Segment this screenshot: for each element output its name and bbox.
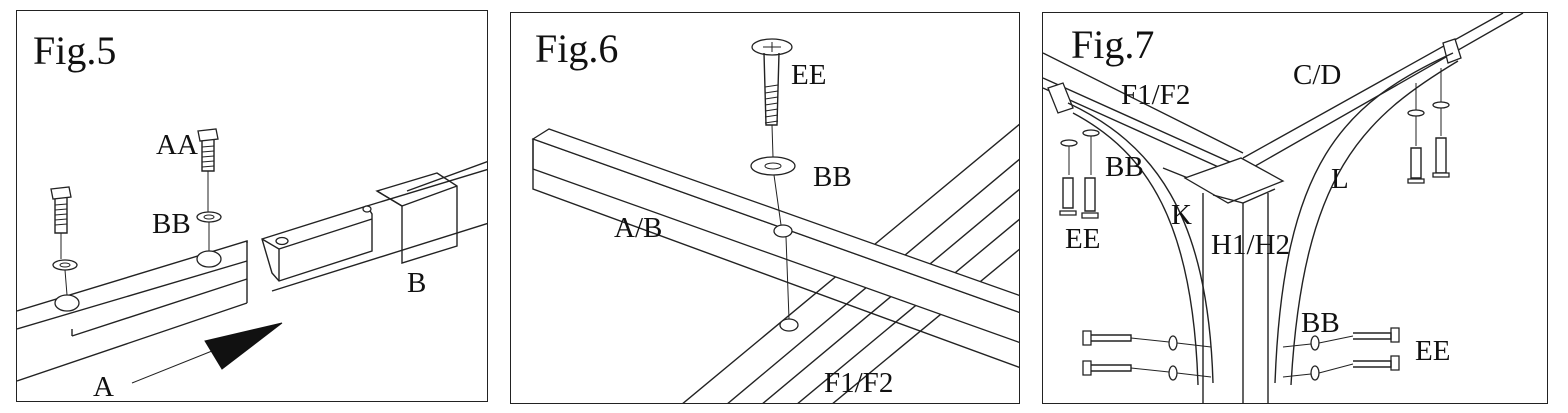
connector-insert-rim bbox=[278, 218, 373, 250]
beam-f-edge-5 bbox=[797, 218, 1019, 403]
figure-7-panel: Fig.7 F1/F2 C/D BB L K EE H1/H2 BB EE bbox=[1042, 12, 1548, 404]
beam-f-hole bbox=[779, 318, 799, 332]
tube-ab-hole bbox=[773, 224, 793, 238]
screw-ee bbox=[751, 38, 793, 126]
figure-5-panel: Fig.5 AA BB A B bbox=[16, 10, 488, 402]
arch-right-inner bbox=[1290, 60, 1459, 386]
tube-a-bottom-edge bbox=[17, 302, 248, 382]
insert-hole-2 bbox=[362, 205, 372, 213]
tube-b-sleeve-edge bbox=[376, 190, 403, 207]
beam-f-edge-3 bbox=[832, 248, 1019, 403]
tube-ab-side bbox=[532, 139, 1019, 369]
figure-7-title: Fig.7 bbox=[1071, 22, 1155, 67]
figure-5-drawing bbox=[17, 128, 487, 384]
label-k: K bbox=[1171, 199, 1192, 231]
hole-a-2 bbox=[196, 250, 222, 268]
bolt-ee-left-1 bbox=[1059, 139, 1078, 216]
tube-a-inner-edge bbox=[17, 260, 248, 330]
figure-6-drawing bbox=[531, 38, 1019, 403]
tube-a-slot-line bbox=[71, 278, 248, 337]
label-b: B bbox=[407, 267, 427, 299]
beam-f1f2-top bbox=[1043, 52, 1244, 154]
label-aa: AA bbox=[156, 129, 198, 161]
label-f1f2: F1/F2 bbox=[1121, 79, 1191, 111]
leader-screw bbox=[771, 124, 790, 320]
bolt-ee-right-2 bbox=[1432, 68, 1450, 178]
leader-bolt-left bbox=[60, 233, 68, 296]
label-bb-bottom: BB bbox=[1301, 307, 1340, 339]
washer-bb-left bbox=[52, 259, 78, 271]
tube-b-sleeve-top bbox=[401, 185, 458, 207]
tube-b-top-edge bbox=[366, 168, 487, 207]
label-bb-top: BB bbox=[1105, 151, 1144, 183]
figure-6-panel: Fig.6 EE BB A/B F1/F2 bbox=[510, 12, 1020, 404]
label-bb: BB bbox=[152, 208, 191, 240]
leader-bolt-right bbox=[207, 171, 210, 251]
figure-6-title: Fig.6 bbox=[535, 26, 619, 71]
label-f1f2: F1/F2 bbox=[824, 367, 894, 399]
washer-bb bbox=[750, 156, 796, 176]
label-cd: C/D bbox=[1293, 59, 1342, 91]
label-ee-left: EE bbox=[1065, 223, 1101, 255]
bolt-ee-right-1 bbox=[1407, 83, 1425, 184]
tube-b-far-edge bbox=[406, 160, 487, 192]
washer-bb-left-hole bbox=[59, 262, 71, 268]
bolt-ee-bottom-left-2 bbox=[1082, 360, 1212, 381]
washer-bb-hole bbox=[764, 162, 782, 170]
bolt-aa-right bbox=[197, 128, 219, 172]
bracket-left bbox=[1047, 82, 1074, 114]
arch-left-inner bbox=[1072, 112, 1199, 386]
washer-bb-right-hole bbox=[203, 214, 215, 220]
washer-bb-right bbox=[196, 211, 222, 223]
insert-hole-1 bbox=[275, 236, 289, 246]
bolt-ee-bottom-right-2 bbox=[1282, 355, 1400, 381]
label-ee: EE bbox=[791, 59, 827, 91]
bolt-ee-bottom-right-1 bbox=[1282, 327, 1400, 351]
label-bb: BB bbox=[813, 161, 852, 193]
tube-ab-top bbox=[531, 128, 1019, 313]
arch-right-outer bbox=[1274, 52, 1454, 384]
label-ee-right: EE bbox=[1415, 335, 1451, 367]
hole-a-1 bbox=[54, 294, 80, 312]
direction-arrow-head bbox=[204, 322, 283, 370]
figure-7-drawing bbox=[1043, 13, 1524, 403]
tube-b-sleeve bbox=[375, 172, 458, 264]
bracket-right bbox=[1442, 38, 1462, 64]
label-a: A bbox=[93, 371, 114, 402]
arch-left-outer bbox=[1067, 102, 1214, 384]
post-edges bbox=[1202, 193, 1269, 403]
bolt-ee-bottom-left-1 bbox=[1082, 330, 1212, 351]
label-ab: A/B bbox=[614, 212, 663, 244]
bolt-aa-left bbox=[50, 186, 72, 234]
bolt-ee-left-2 bbox=[1081, 129, 1100, 219]
label-h1h2: H1/H2 bbox=[1211, 229, 1290, 261]
post-cap bbox=[1212, 188, 1276, 204]
label-l: L bbox=[1331, 163, 1349, 195]
figure-5-title: Fig.5 bbox=[33, 28, 117, 73]
direction-line bbox=[131, 346, 223, 384]
tube-b-bottom-edge bbox=[271, 222, 487, 292]
